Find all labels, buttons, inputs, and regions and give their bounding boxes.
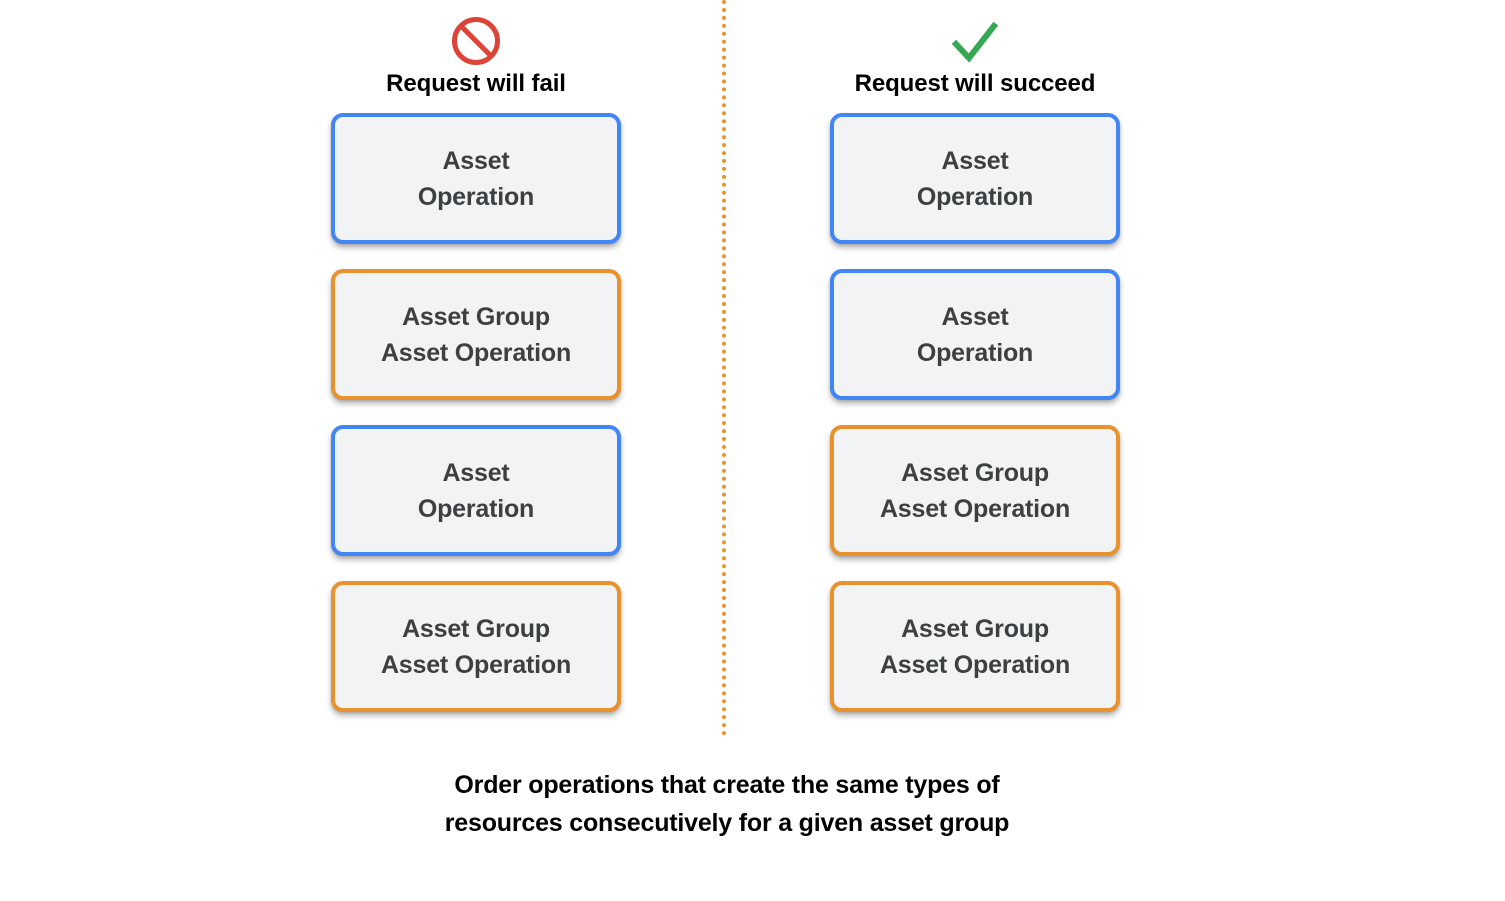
column-title-fail: Request will fail: [386, 70, 566, 97]
operation-box-label: Asset Group Asset Operation: [380, 302, 572, 367]
operation-box-label: Asset Operation: [417, 458, 535, 523]
operation-box[interactable]: Asset Operation: [331, 425, 621, 556]
operation-box[interactable]: Asset Group Asset Operation: [830, 425, 1120, 556]
operation-box[interactable]: Asset Operation: [830, 269, 1120, 400]
box-stack-fail: Asset Operation Asset Group Asset Operat…: [331, 113, 621, 712]
operation-box-label: Asset Operation: [916, 302, 1034, 367]
operation-box[interactable]: Asset Group Asset Operation: [830, 581, 1120, 712]
box-stack-succeed: Asset Operation Asset Operation Asset Gr…: [830, 113, 1120, 712]
operation-box-label: Asset Operation: [417, 146, 535, 211]
operation-box[interactable]: Asset Group Asset Operation: [331, 581, 621, 712]
column-request-will-succeed: Request will succeed Asset Operation Ass…: [830, 14, 1120, 712]
column-header-fail: Request will fail: [331, 14, 621, 99]
operation-box[interactable]: Asset Operation: [331, 113, 621, 244]
operation-box-label: Asset Group Asset Operation: [380, 614, 572, 679]
operation-box-label: Asset Operation: [916, 146, 1034, 211]
operation-box-label: Asset Group Asset Operation: [879, 458, 1071, 523]
check-icon: [948, 14, 1002, 68]
operation-box-label: Asset Group Asset Operation: [879, 614, 1071, 679]
column-header-succeed: Request will succeed: [830, 14, 1120, 99]
prohibited-icon: [449, 14, 503, 68]
diagram-caption: Order operations that create the same ty…: [444, 771, 1010, 837]
operation-box[interactable]: Asset Operation: [830, 113, 1120, 244]
column-request-will-fail: Request will fail Asset Operation Asset …: [331, 14, 621, 712]
vertical-dotted-divider: [722, 0, 726, 736]
column-title-succeed: Request will succeed: [854, 70, 1096, 97]
operation-box[interactable]: Asset Group Asset Operation: [331, 269, 621, 400]
